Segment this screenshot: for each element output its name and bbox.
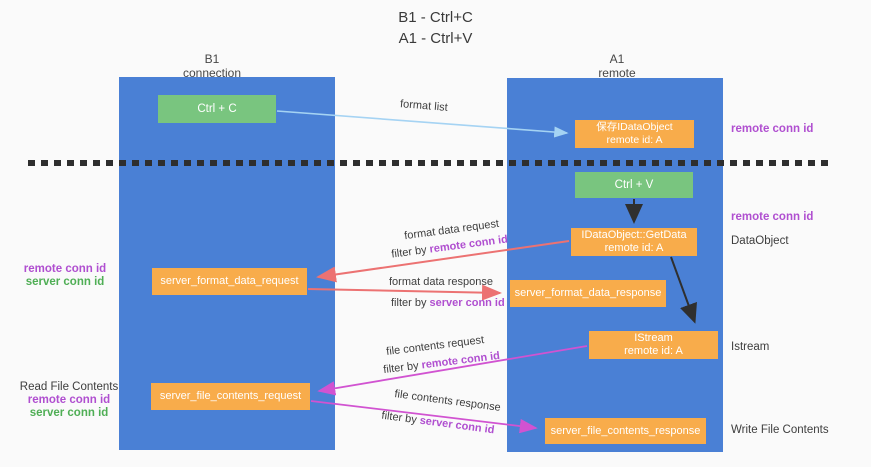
lane-header-b1: B1 connection <box>152 52 272 80</box>
node-server-format-data-response: server_format_data_response <box>510 280 666 307</box>
label-remote-conn-id-bottom-left: remote conn id <box>27 394 111 406</box>
label-write-file-contents: Write File Contents <box>731 424 829 436</box>
node-ctrl-c: Ctrl + C <box>158 95 276 123</box>
label-remote-conn-id-mid-right: remote conn id <box>731 211 814 223</box>
node-server-file-contents-request: server_file_contents_request <box>151 383 310 410</box>
lane-header-a1: A1 remote <box>557 52 677 80</box>
node-save-idataobject: 保存IDataObject remote id: A <box>575 120 694 148</box>
title-line-2: A1 - Ctrl+V <box>398 30 473 47</box>
dashed-divider <box>28 160 833 166</box>
node-getdata-line1: IDataObject::GetData <box>581 229 687 241</box>
node-format-response-label: server_format_data_response <box>514 287 662 299</box>
node-ctrl-c-label: Ctrl + C <box>197 102 237 115</box>
node-save-idataobject-line2: remote id: A <box>606 134 663 146</box>
server-conn-id-text: server conn id <box>429 297 505 309</box>
flow-label-format-response-filter: filter by server conn id <box>391 297 505 310</box>
title-line-1: B1 - Ctrl+C <box>398 9 473 26</box>
server-conn-id-text: server conn id <box>418 414 496 437</box>
flow-label-file-contents-response: file contents response <box>393 388 502 414</box>
arrow-format-data-response <box>307 284 502 301</box>
node-file-request-label: server_file_contents_request <box>159 390 302 402</box>
label-istream: Istream <box>731 341 770 353</box>
flow-label-format-list: format list <box>399 98 449 114</box>
node-istream-line1: IStream <box>634 332 673 344</box>
filter-by-text: filter by <box>390 243 431 261</box>
label-dataobject: DataObject <box>731 235 789 247</box>
node-file-response-label: server_file_contents_response <box>550 424 701 437</box>
node-getdata-line2: remote id: A <box>604 242 664 254</box>
node-save-idataobject-line1: 保存IDataObject <box>596 121 673 133</box>
node-istream: IStream remote id: A <box>589 331 718 359</box>
node-ctrl-v-label: Ctrl + V <box>614 178 654 191</box>
label-server-conn-id-left: server conn id <box>25 276 105 288</box>
label-group-conn-ids-left: remote conn id server conn id <box>17 263 113 289</box>
lane-b1-name: B1 <box>204 52 220 66</box>
node-server-file-contents-response: server_file_contents_response <box>545 418 706 444</box>
label-group-read-file-contents: Read File Contents remote conn id server… <box>17 381 121 420</box>
node-ctrl-v: Ctrl + V <box>575 172 693 198</box>
label-server-conn-id-bottom-left: server conn id <box>29 407 109 419</box>
filter-by-text: filter by <box>380 409 421 427</box>
node-server-format-data-request: server_format_data_request <box>152 268 307 295</box>
label-remote-conn-id-top-right: remote conn id <box>731 123 814 135</box>
lane-b1-subtitle: connection <box>182 66 242 80</box>
lane-a1-name: A1 <box>609 52 625 66</box>
node-format-request-label: server_format_data_request <box>160 275 299 287</box>
flow-label-format-data-response: format data response <box>389 276 493 288</box>
filter-by-text: filter by <box>391 297 430 309</box>
label-remote-conn-id-left: remote conn id <box>23 263 107 275</box>
node-idataobject-getdata: IDataObject::GetData remote id: A <box>571 228 697 256</box>
node-istream-line2: remote id: A <box>624 345 683 357</box>
lane-a1-subtitle: remote <box>598 66 636 80</box>
filter-by-text: filter by <box>382 359 423 377</box>
label-read-file-contents: Read File Contents <box>19 381 119 393</box>
flow-label-file-response-filter: filter by server conn id <box>381 410 495 438</box>
diagram-title: B1 - Ctrl+C A1 - Ctrl+V <box>0 7 871 49</box>
